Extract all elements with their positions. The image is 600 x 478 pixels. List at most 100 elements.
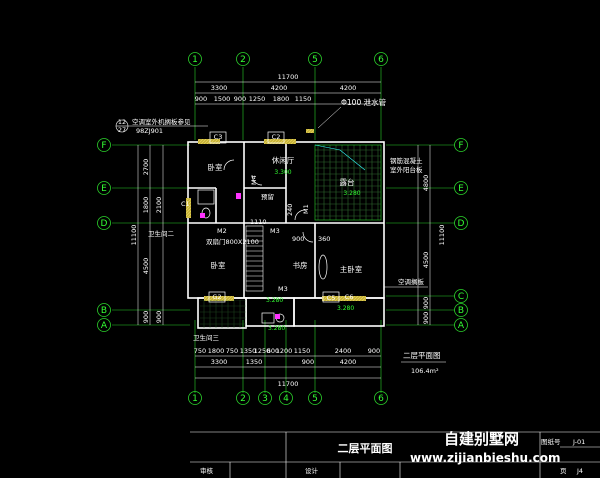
tag-c3: C3	[214, 133, 223, 141]
door-size-note: 双扇门800X2100	[206, 237, 259, 246]
dim-left-total: 11100	[130, 225, 138, 246]
stairs	[245, 225, 264, 292]
axis-right-E: E	[458, 184, 464, 194]
ac-note-line2: 98ZJ901	[136, 127, 163, 135]
drain-note: Φ100 泄水管	[341, 97, 387, 107]
axis-right-B: B	[458, 306, 464, 316]
room-study: 书房	[293, 260, 308, 270]
title-drawing-no: J4	[576, 467, 583, 475]
room-lounge: 休闲厅	[272, 155, 295, 165]
axis-left-D: D	[101, 219, 108, 229]
dim-right-seg-1: 4800	[422, 175, 430, 192]
dim-bot-sub-3: 750	[226, 347, 238, 355]
dim-240: 240	[286, 204, 294, 216]
room-terrace: 露台	[340, 177, 355, 187]
room-bath2: 卫生间二	[148, 229, 175, 238]
tag-m3b: M3	[278, 285, 288, 293]
axis-top-6: 6	[378, 55, 384, 65]
dim-left-seg-6: 900	[155, 311, 163, 323]
room-nook-elev: 3.280	[268, 325, 285, 332]
tag-c2: C2	[272, 133, 281, 141]
window-boxes	[208, 131, 340, 303]
axis-left-B: B	[101, 306, 107, 316]
title-block-name: 二层平面图	[338, 442, 393, 455]
dim-bot-seg-4: 4200	[340, 358, 357, 366]
dim-left-seg-1: 2700	[142, 159, 150, 176]
dim-bot-sub-2: 1800	[208, 347, 225, 355]
dim-top-seg-2: 4200	[271, 84, 288, 92]
tag-g2: G2	[212, 293, 221, 301]
dim-top-sub-3: 900	[234, 95, 246, 103]
axis-right-F: F	[458, 141, 463, 151]
windows	[186, 129, 366, 328]
axis-labels: 1 2 5 6 1 2 3 4 5 6 F E D B A F E D C B …	[101, 55, 465, 404]
axis-top-1: 1	[192, 55, 198, 65]
dim-top-sub-4: 1250	[249, 95, 266, 103]
axis-grid	[112, 67, 455, 393]
room-small-elev: 3.280	[266, 297, 283, 304]
room-bedroom-sw: 卧室	[211, 260, 226, 270]
tag-m1: M1	[302, 204, 310, 214]
plan-area: 106.4m²	[411, 367, 439, 375]
balcony-note-1: 钢筋混凝土	[390, 156, 423, 165]
dim-900: 900	[292, 235, 304, 243]
room-terrace-elev: 3.280	[343, 190, 360, 197]
dim-right-total: 11100	[438, 225, 446, 246]
dim-bot-seg-1: 3300	[211, 358, 228, 366]
axis-right-A: A	[458, 321, 465, 331]
dim-bot-sub-5: 1250	[254, 347, 271, 355]
ac-ref-sheet: 27	[118, 126, 126, 134]
dim-360: 360	[318, 235, 330, 243]
room-balcony-elev: 3.280	[337, 305, 354, 312]
axis-left-E: E	[101, 184, 107, 194]
watermark-url: www.zijianbieshu.com	[410, 451, 561, 465]
balcony-note-2: 室外阳台板	[390, 165, 423, 174]
title-no-label: 图纸号	[541, 437, 561, 446]
title-no-value: J-01	[572, 438, 585, 446]
plan-name-text: 二层平面图	[403, 351, 441, 360]
notes: 12 27 空调室外机搁板参见 98ZJ901 Φ100 泄水管 钢筋混凝土 室…	[115, 97, 428, 288]
axis-bottom-2: 2	[240, 394, 246, 404]
dim-bot-total: 11700	[278, 380, 299, 388]
opening-tags: C3 C2 C1 G2 C5 C6 M2 M3 M3 M4 M1 1110 90…	[181, 133, 353, 302]
room-labels: 卧室 卧室 休闲厅 3.300 露台 3.280 书房 主卧室 卫生间二 卫生间…	[148, 155, 363, 342]
dim-bot-sub-9: 2400	[335, 347, 352, 355]
watermark-cn: 自建别墅网	[444, 430, 519, 448]
dim-left-seg-5: 900	[142, 311, 150, 323]
tag-preset: 预留	[261, 192, 274, 201]
dim-right-seg-2: 4500	[422, 252, 430, 269]
axis-right-D: D	[458, 219, 465, 229]
dim-bot-sub-7: 1200	[276, 347, 293, 355]
dim-bot-seg-3: 900	[302, 358, 314, 366]
title-block	[190, 431, 600, 478]
dim-bot-sub-10: 900	[368, 347, 380, 355]
axis-bottom-5: 5	[312, 394, 318, 404]
room-bath3: 卫生间三	[193, 333, 220, 342]
dim-bot-sub-6: 600	[267, 347, 279, 355]
dim-bot-sub-8: 1150	[294, 347, 311, 355]
dim-left-seg-4: 4500	[142, 258, 150, 275]
axis-bottom-4: 4	[283, 394, 289, 404]
dim-left-seg-3: 2100	[155, 197, 163, 214]
dimension-lines	[137, 81, 431, 379]
dim-right-seg-3: 900	[422, 297, 430, 309]
dim-top-sub-6: 1150	[295, 95, 312, 103]
tag-m4: M4	[250, 175, 258, 185]
axis-left-F: F	[101, 141, 106, 151]
axis-left-A: A	[101, 321, 108, 331]
title-page-label: 页	[560, 467, 567, 475]
axis-top-2: 2	[240, 55, 246, 65]
dim-top-seg-1: 3300	[211, 84, 228, 92]
tag-c6: C6	[345, 293, 354, 301]
tag-m2: M2	[217, 227, 227, 235]
dim-right-seg-4: 900	[422, 312, 430, 324]
dim-top-sub-1: 900	[195, 95, 207, 103]
dim-bot-sub-4: 1350	[240, 347, 257, 355]
magenta-fixtures	[200, 193, 280, 319]
axis-bottom-3: 3	[262, 394, 268, 404]
tag-m3: M3	[270, 227, 280, 235]
ac-board-note: 空调搁板	[398, 277, 425, 286]
room-bedroom-nw: 卧室	[208, 162, 223, 172]
dim-bot-seg-2: 1350	[246, 358, 263, 366]
